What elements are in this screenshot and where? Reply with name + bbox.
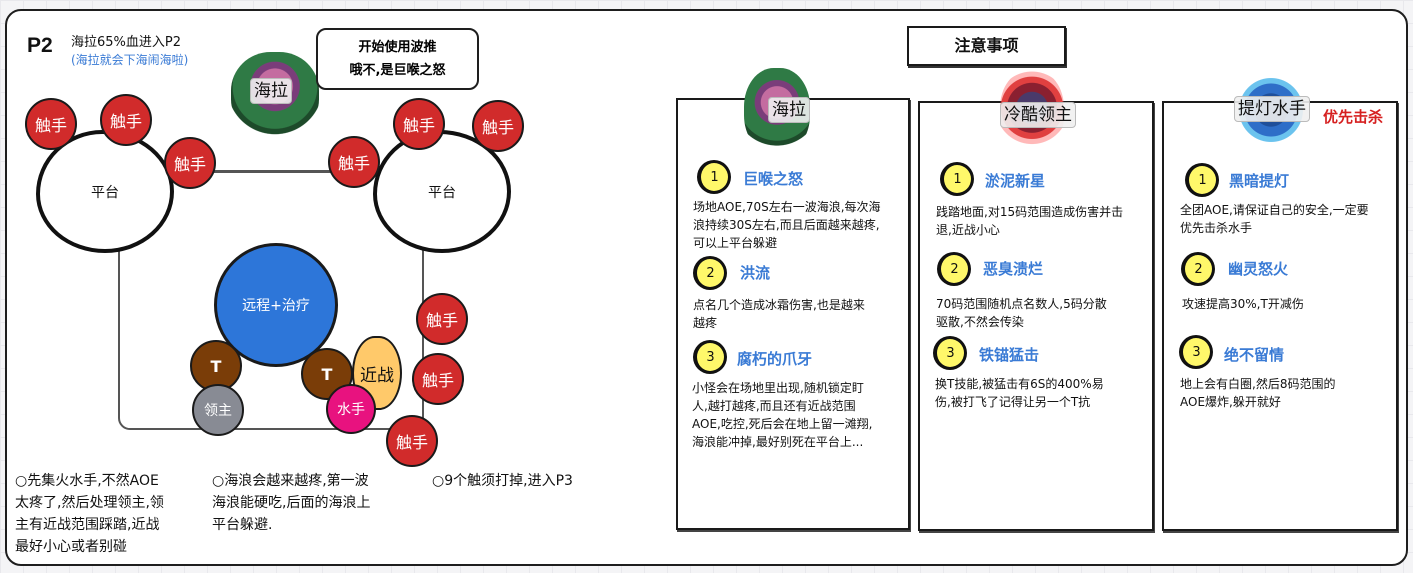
tentacle-4: 触手: [328, 136, 380, 188]
tank-right: T: [301, 348, 353, 400]
skill-number-badge: 2: [693, 256, 727, 290]
tentacle-9: 触手: [386, 415, 438, 467]
platform-left: 平台: [36, 130, 174, 253]
hela-label: 海拉: [250, 78, 292, 104]
phase-label: P2: [27, 34, 53, 57]
platform-right-label: 平台: [428, 184, 456, 201]
skill-number-badge: 2: [1181, 252, 1215, 286]
lantern-sailor-label: 提灯水手: [1234, 96, 1310, 122]
tentacle-3: 触手: [164, 137, 216, 189]
skill-desc: 践踏地面,对15码范围造成伤害并击 退,近战小心: [936, 205, 1124, 237]
skill-desc: 全团AOE,请保证自己的安全,一定要 优先击杀水手: [1180, 203, 1369, 235]
tentacle-8: 触手: [412, 353, 464, 405]
skill-desc: 点名几个造成冰霜伤害,也是越来 越疼: [693, 298, 865, 330]
platform-left-label: 平台: [91, 184, 119, 201]
skill-number-badge: 2: [937, 252, 971, 286]
skill-number-badge: 1: [940, 162, 974, 196]
note-2: ○海浪会越来越疼,第一波 海浪能硬吃,后面的海浪上 平台躲避.: [212, 473, 371, 533]
skill-desc: 攻速提高30%,T开减伤: [1182, 297, 1304, 311]
skill-number-badge: 1: [1185, 163, 1219, 197]
sailor-marker: 水手: [326, 384, 376, 434]
hela-card-label: 海拉: [768, 97, 810, 123]
skill-desc: 小怪会在场地里出现,随机锁定盯 人,越打越疼,而且还有近战范围 AOE,吃控,死…: [692, 381, 873, 449]
tentacle-7: 触手: [416, 293, 468, 345]
cold-lord-label: 冷酷领主: [1000, 102, 1076, 128]
priority-kill-label: 优先击杀: [1323, 108, 1384, 126]
phase-title: 海拉65%血进入P2: [71, 35, 182, 50]
skill-name: 洪流: [740, 264, 771, 282]
tank-left: T: [190, 340, 242, 392]
skill-number-badge: 3: [1179, 335, 1213, 369]
skill-name: 腐朽的爪牙: [737, 350, 813, 368]
tentacle-2: 触手: [100, 94, 152, 146]
skill-desc: 70码范围随机点名数人,5码分散 驱散,不然会传染: [936, 297, 1107, 329]
notice-title: 注意事项: [907, 26, 1066, 66]
phase-subtitle: (海拉就会下海闹海啦): [71, 53, 189, 67]
skill-desc: 场地AOE,70S左右一波海浪,每次海 浪持续30S左右,而且后面越来越疼, 可…: [693, 200, 881, 250]
skill-number-badge: 1: [697, 160, 731, 194]
speech-line-2: 哦不,是巨喉之怒: [349, 63, 446, 78]
speech-bubble: 开始使用波推 哦不,是巨喉之怒: [316, 28, 479, 90]
skill-desc: 换T技能,被猛击有6S的400%易 伤,被打飞了记得让另一个T抗: [935, 377, 1104, 409]
skill-number-badge: 3: [693, 340, 727, 374]
ranged-healer-zone: 远程+治疗: [214, 243, 338, 367]
skill-name: 恶臭溃烂: [983, 260, 1044, 278]
tentacle-6: 触手: [472, 100, 524, 152]
note-3: ○9个触须打掉,进入P3: [432, 473, 573, 489]
skill-name: 淤泥新星: [985, 172, 1046, 190]
skill-name: 幽灵怒火: [1228, 260, 1289, 278]
lord-marker: 领主: [192, 384, 244, 436]
tentacle-5: 触手: [393, 98, 445, 150]
card-hela: [676, 98, 910, 530]
tentacle-1: 触手: [25, 98, 77, 150]
skill-name: 巨喉之怒: [743, 170, 804, 188]
skill-name: 铁锚猛击: [979, 346, 1040, 364]
note-1: ○先集火水手,不然AOE 太疼了,然后处理领主,领 主有近战范围踩踏,近战 最好…: [15, 473, 164, 555]
skill-name: 绝不留情: [1224, 346, 1285, 364]
skill-name: 黑暗提灯: [1229, 172, 1290, 190]
skill-desc: 地上会有白圈,然后8码范围的 AOE爆炸,躲开就好: [1180, 377, 1336, 409]
speech-line-1: 开始使用波推: [358, 40, 437, 55]
skill-number-badge: 3: [933, 336, 967, 370]
